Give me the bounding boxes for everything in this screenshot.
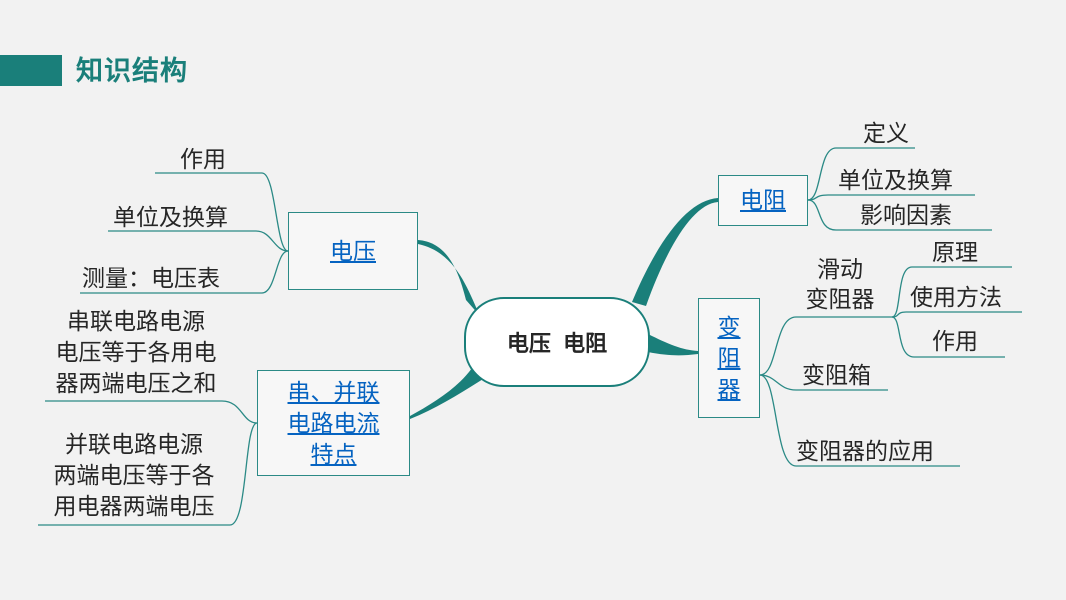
series-rule-line: 串联电路电源 [67, 308, 205, 334]
connector-parallel-rule [38, 422, 258, 526]
series-parallel-link-line-2[interactable]: 电路电流 [287, 409, 380, 436]
slider-branch-principle: 原理 [932, 239, 978, 265]
trunk-to-series-parallel [410, 368, 488, 419]
slider-rheostat-line: 滑动 [817, 256, 863, 282]
node-rheostat: 变 阻 器 [698, 298, 760, 418]
trunk-to-voltage [418, 240, 480, 316]
slider-branch-function: 作用 [932, 328, 978, 354]
connector-slider-usage [891, 311, 1022, 318]
page-title: 知识结构 [76, 56, 188, 86]
series-parallel-link-line-1[interactable]: 串、并联 [287, 378, 380, 405]
node-resistance: 电阻 [718, 175, 808, 226]
voltage-branch-measure: 测量：电压表 [82, 265, 220, 291]
connector-series-rule [45, 400, 258, 424]
rheostat-application-label: 变阻器的应用 [796, 438, 934, 464]
series-parallel-link-line-3[interactable]: 特点 [310, 440, 357, 467]
parallel-rule-line: 用电器两端电压 [53, 493, 215, 519]
parallel-rule-text: 并联电路电源 两端电压等于各 用电器两端电压 [36, 429, 232, 522]
node-series-parallel: 串、并联 电路电流 特点 [257, 370, 410, 476]
connector-slider-principle [891, 266, 1012, 318]
connector-voltage-measure [80, 250, 289, 294]
resistance-link[interactable]: 电阻 [740, 187, 786, 213]
slider-rheostat-line: 变阻器 [805, 286, 875, 312]
voltage-branch-function: 作用 [180, 146, 226, 172]
node-voltage: 电压 [288, 212, 418, 290]
connector-slider-function [891, 316, 1005, 358]
trunk-to-rheostat [648, 334, 698, 356]
parallel-rule-line: 并联电路电源 [65, 431, 203, 457]
connector-rheostat-application [759, 374, 960, 467]
resistance-branch-definition: 定义 [863, 120, 909, 146]
connector-resistance-definition [807, 147, 915, 201]
voltage-link[interactable]: 电压 [330, 237, 376, 264]
series-rule-text: 串联电路电源 电压等于各用电 器两端电压之和 [40, 306, 232, 399]
connector-slider-rheostat [759, 316, 892, 376]
slider-branch-usage: 使用方法 [910, 284, 1002, 310]
box-rheostat-label: 变阻箱 [802, 362, 871, 388]
trunk-to-resistance [632, 198, 718, 306]
series-rule-line: 电压等于各用电 [55, 339, 217, 365]
connector-voltage-unit [108, 230, 289, 252]
rheostat-link-char-1[interactable]: 变 [717, 313, 741, 340]
central-topic-node: 电压 电阻 [464, 297, 650, 387]
series-rule-line: 器两端电压之和 [55, 370, 217, 396]
resistance-branch-unit: 单位及换算 [838, 167, 953, 193]
slider-rheostat-label: 滑动 变阻器 [788, 254, 892, 314]
resistance-branch-factors: 影响因素 [860, 202, 952, 228]
connector-resistance-factors [807, 199, 992, 231]
connector-box-rheostat [759, 374, 888, 391]
title-accent-bar [0, 55, 62, 86]
connector-voltage-function [155, 172, 289, 252]
rheostat-link-char-2[interactable]: 阻 [717, 344, 741, 371]
connector-resistance-unit [807, 194, 975, 201]
rheostat-link-char-3[interactable]: 器 [717, 375, 741, 402]
parallel-rule-line: 两端电压等于各 [53, 462, 215, 488]
voltage-branch-unit: 单位及换算 [113, 204, 228, 230]
